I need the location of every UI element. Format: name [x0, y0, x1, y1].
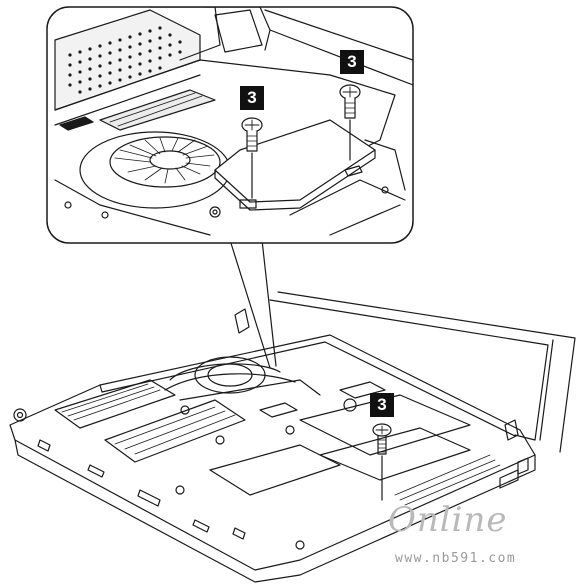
mainboard-internals [54, 356, 501, 550]
laptop-base [9, 291, 576, 583]
watermark-url: www.nb591.com [395, 551, 517, 566]
zoom-inset [46, 6, 414, 244]
step-number-badge: 3 [370, 393, 394, 417]
step-number-badge: 3 [340, 50, 364, 74]
screw-bottom [372, 423, 392, 501]
step-number-badge: 3 [240, 86, 264, 110]
screw-inset-left [241, 117, 263, 199]
screw-inset-right [339, 84, 361, 161]
watermark-logo: Online [388, 500, 508, 540]
zoom-pointer [229, 239, 277, 369]
